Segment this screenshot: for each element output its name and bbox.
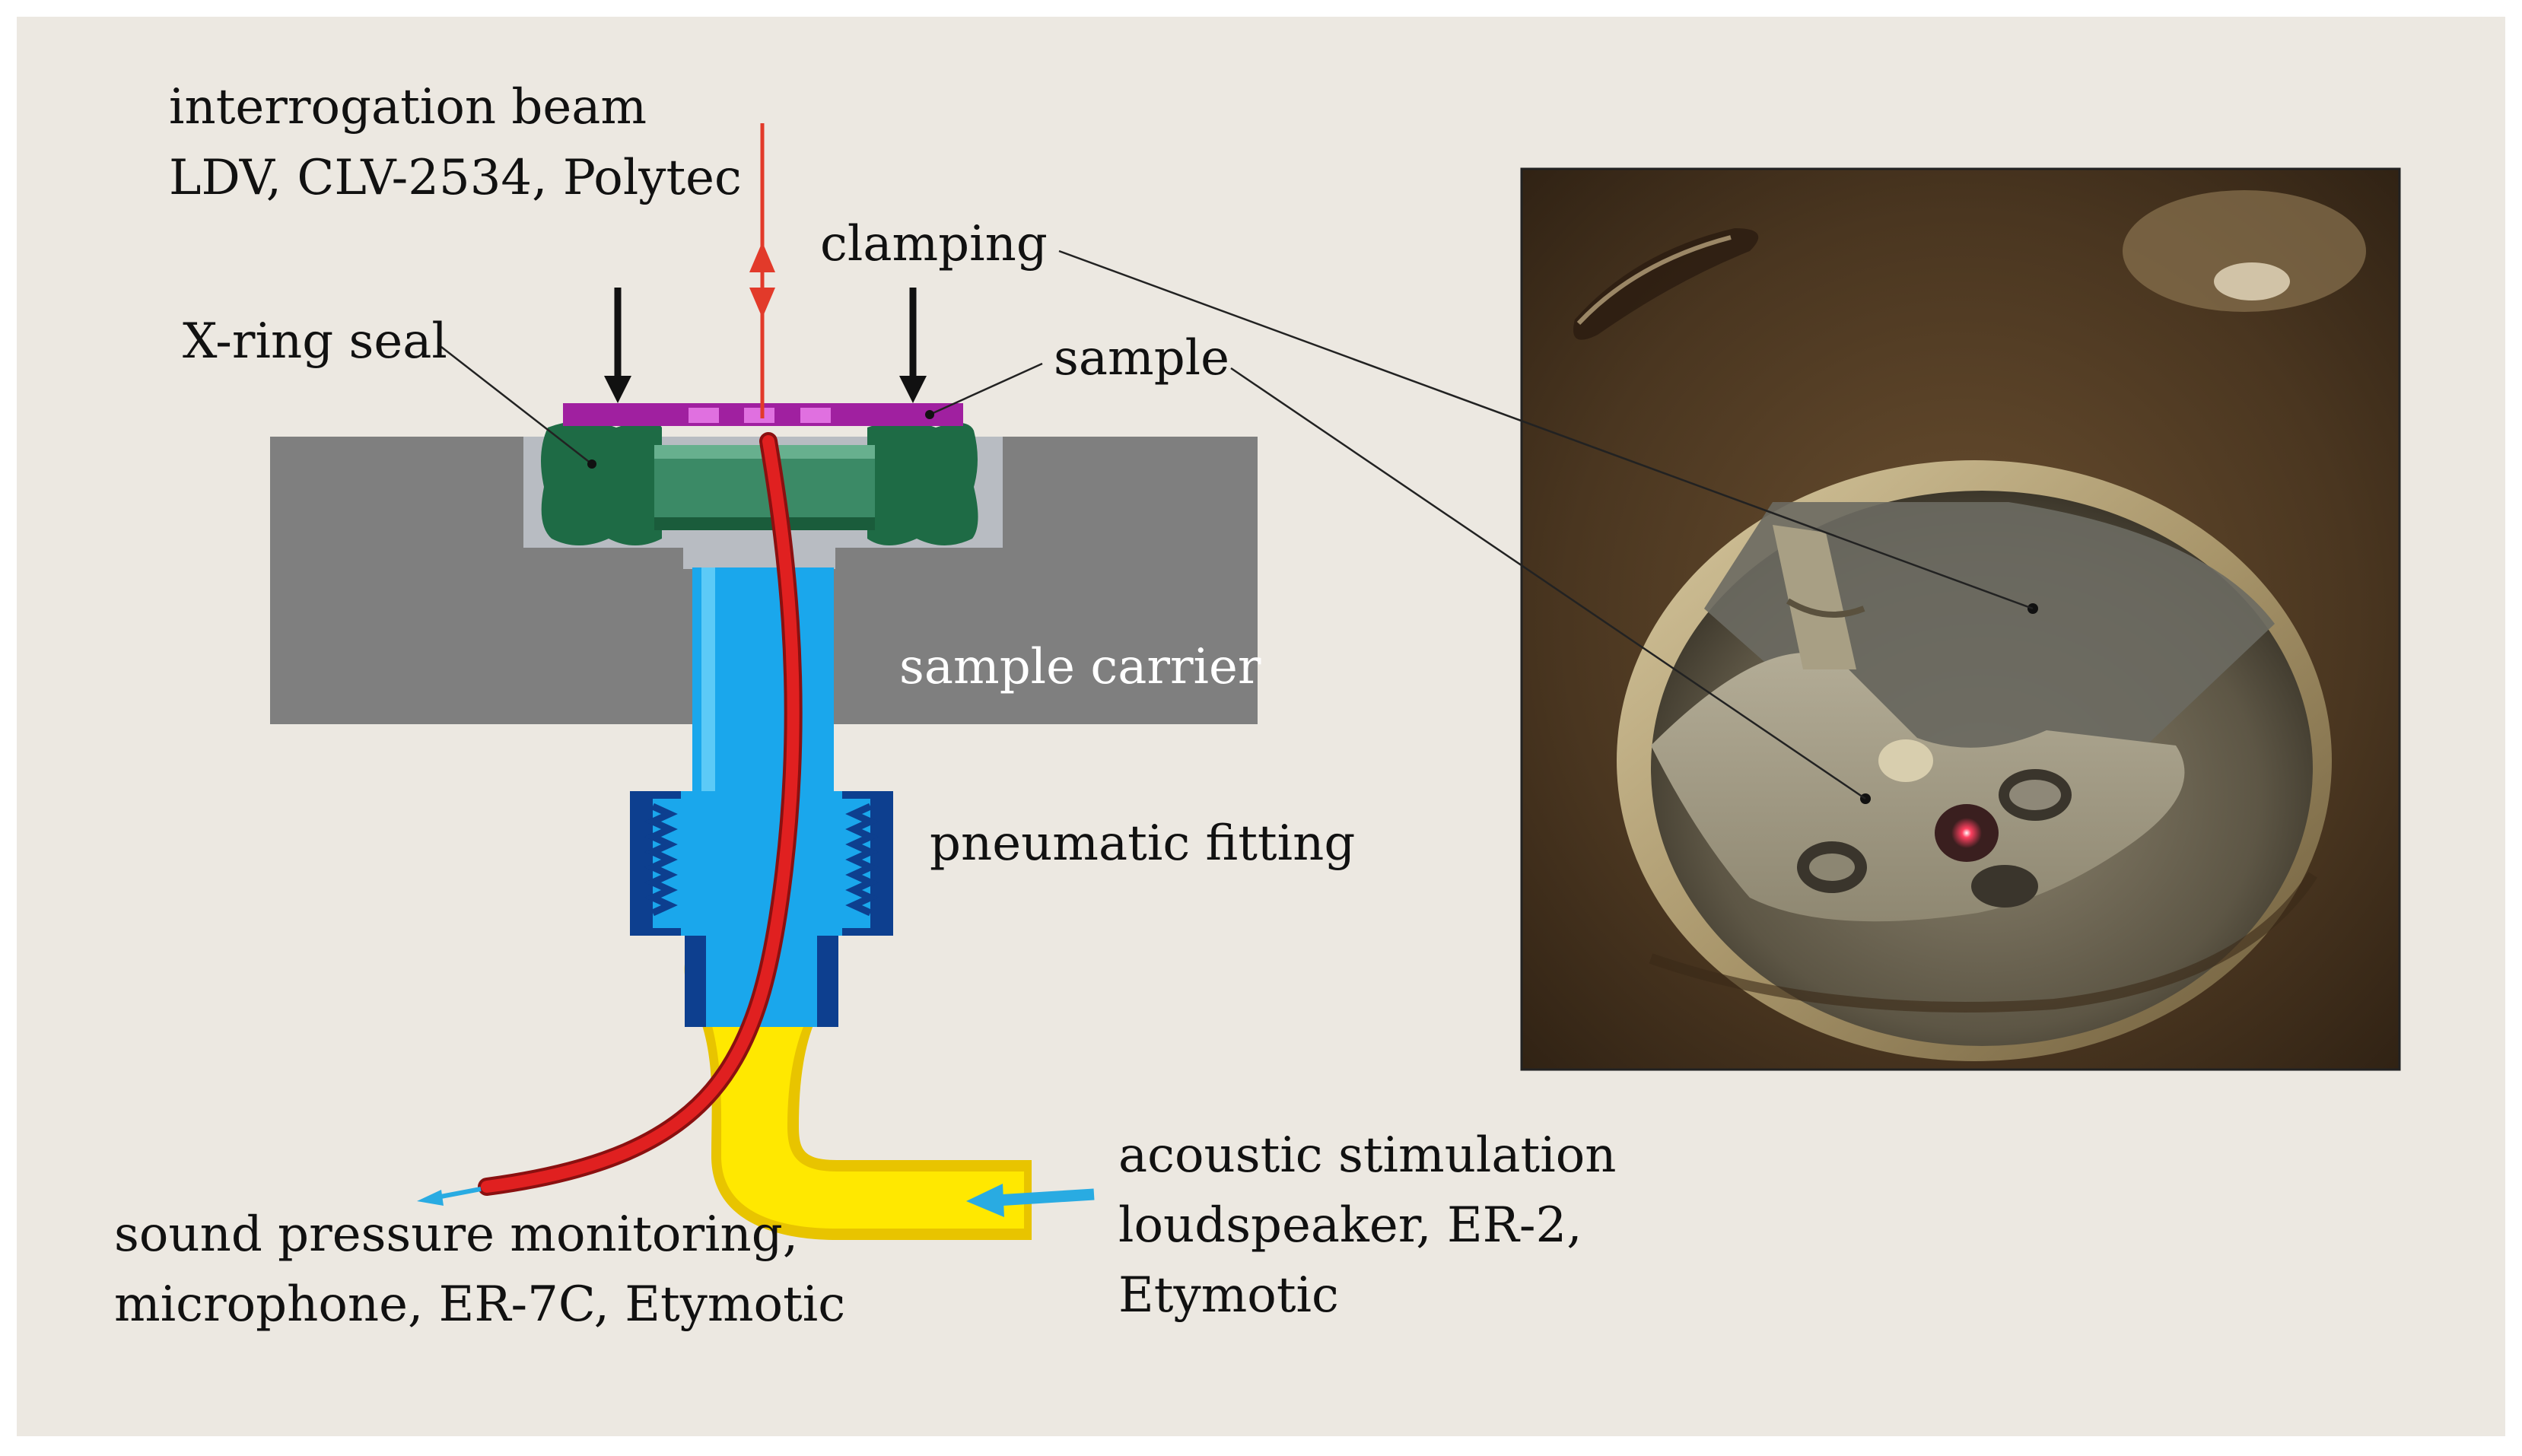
label-clamping: clamping: [820, 216, 1048, 272]
leader-xring: [440, 346, 593, 465]
laser-beam: [749, 123, 775, 418]
label-sound-line1: sound pressure monitoring,: [114, 1206, 798, 1263]
label-acoustic-line3: Etymotic: [1118, 1267, 1339, 1324]
label-sample: sample: [1054, 330, 1229, 386]
sample-photo: [1520, 167, 2401, 1071]
leader-sample-photo: [1230, 367, 1866, 800]
schematic: interrogation beam LDV, CLV-2534, Polyte…: [114, 79, 1616, 1333]
label-carrier: sample carrier: [899, 639, 1261, 695]
label-beam-line2: LDV, CLV-2534, Polytec: [169, 150, 742, 206]
clamping-arrows: [604, 288, 927, 403]
label-fitting: pneumatic fitting: [930, 815, 1355, 872]
monitoring-arrow-icon: [417, 1187, 482, 1206]
label-beam-line1: interrogation beam: [169, 79, 647, 135]
label-sound-line2: microphone, ER-7C, Etymotic: [114, 1276, 845, 1333]
stimulation-arrow-icon: [966, 1184, 1095, 1217]
leader-sample: [929, 362, 1043, 416]
acoustic-tube: [684, 937, 1032, 1240]
leader-sample-dot: [925, 410, 934, 419]
probe-tube-fill: [481, 435, 800, 1193]
label-acoustic-line2: loudspeaker, ER-2,: [1118, 1197, 1582, 1254]
connector-tube: [692, 567, 834, 796]
leader-clamping-photo: [1058, 250, 2034, 610]
carrier-bore: [683, 548, 835, 569]
label-xring: X-ring seal: [183, 313, 447, 370]
laser-spot: [1951, 818, 1982, 848]
label-acoustic-line1: acoustic stimulation: [1118, 1127, 1616, 1184]
leader-xring-dot: [587, 459, 596, 469]
